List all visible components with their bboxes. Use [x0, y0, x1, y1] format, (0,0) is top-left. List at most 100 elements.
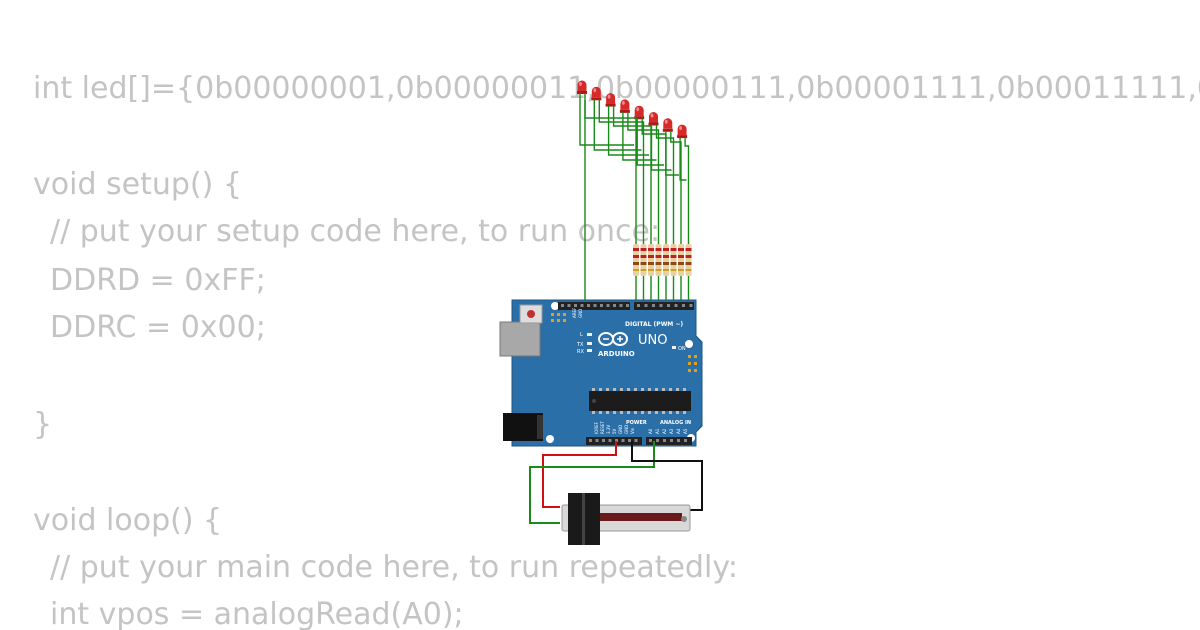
resistor-band — [670, 269, 677, 271]
mounting-hole — [685, 340, 693, 348]
svg-text:Vin: Vin — [630, 427, 635, 434]
chip-pin — [655, 388, 658, 391]
header-pin — [637, 304, 640, 307]
rx-label: RX — [577, 349, 584, 355]
resistor — [685, 244, 692, 305]
resistor — [670, 244, 677, 305]
icsp-header — [551, 313, 566, 322]
arduino-infinity-logo — [598, 332, 628, 346]
svg-text:RESET: RESET — [600, 421, 605, 434]
header-pin — [615, 439, 618, 442]
chip-pin — [620, 411, 623, 414]
resistor-band — [685, 248, 692, 251]
digital-header-right — [634, 302, 694, 310]
led — [619, 99, 630, 113]
header-pin — [663, 439, 666, 442]
board-model: UNO — [638, 333, 667, 348]
header-pin — [628, 439, 631, 442]
chip-pin — [669, 411, 672, 414]
resistor-band — [678, 255, 684, 258]
led-array — [577, 80, 688, 139]
led-wiring — [579, 93, 690, 305]
chip-pin — [620, 388, 623, 391]
resistor-band — [663, 269, 669, 271]
l-led — [587, 333, 592, 336]
pot-track — [580, 513, 682, 521]
resistor-band — [640, 255, 647, 258]
resistor-band — [663, 262, 669, 265]
chip-pin — [599, 388, 602, 391]
header-pin — [574, 304, 577, 307]
resistor-band — [648, 248, 654, 251]
led-highlight — [636, 107, 640, 112]
resistor-band — [670, 262, 677, 265]
resistor-band — [655, 262, 662, 265]
code-line-8: // put your main code here, to run repea… — [50, 550, 738, 585]
code-line-9: int vpos = analogRead(A0); — [50, 597, 464, 630]
resistor — [655, 244, 662, 305]
led-anode-wire — [593, 99, 642, 151]
header-pin — [689, 304, 693, 307]
led-cathode-wire — [641, 118, 667, 250]
led-dome — [634, 105, 644, 117]
header-pin — [677, 439, 680, 442]
slide-potentiometer[interactable] — [561, 493, 691, 545]
chip-pin — [648, 388, 651, 391]
chip-pin — [648, 411, 651, 414]
svg-text:A5: A5 — [683, 428, 688, 434]
chip-pin — [613, 411, 616, 414]
header-pin — [613, 304, 616, 307]
chip-pin — [613, 388, 616, 391]
header-pin — [608, 439, 612, 442]
resistor-band — [633, 269, 639, 271]
led-anode-wire — [665, 130, 679, 176]
led-cathode-wire — [655, 124, 675, 250]
code-line-3: // put your setup code here, to run once… — [50, 214, 661, 249]
header-pin — [670, 439, 673, 442]
resistor-body — [655, 244, 662, 276]
wire-5v — [542, 441, 617, 508]
resistor-body — [633, 244, 639, 276]
arduino-uno-board[interactable]: AREF GND DIGITAL (PWM ~) UNO ARDUINO ON … — [499, 299, 703, 447]
power-header — [586, 437, 642, 445]
led-rim — [634, 116, 645, 120]
led-dome — [591, 86, 601, 98]
resistor-band — [655, 255, 662, 258]
chip-pin — [662, 411, 665, 414]
resistor-band — [685, 262, 692, 265]
led — [605, 93, 616, 107]
led — [662, 118, 673, 132]
led-dome — [606, 93, 616, 104]
digital-header-label: DIGITAL (PWM ~) — [625, 321, 683, 328]
resistor-band — [655, 269, 662, 271]
header-pin — [644, 304, 648, 307]
resistor-band — [663, 248, 669, 251]
resistor-band — [640, 269, 647, 271]
header-pin — [567, 304, 571, 307]
chip-pin — [606, 388, 609, 391]
resistor-band — [633, 262, 639, 265]
led-dome — [663, 118, 673, 129]
power-jack-rim — [537, 415, 543, 439]
svg-text:GND: GND — [618, 425, 623, 434]
resistor-band — [648, 269, 654, 271]
on-led-label: ON — [678, 346, 686, 352]
power-header-label: POWER — [626, 420, 647, 426]
led — [677, 124, 688, 139]
resistor-band — [678, 262, 684, 265]
resistor-band — [648, 255, 654, 258]
chip-pins — [592, 388, 686, 414]
led-highlight — [607, 94, 611, 99]
chip-pin — [627, 388, 630, 391]
chip-pin — [592, 411, 595, 414]
resistor-band — [685, 255, 692, 258]
resistor — [640, 244, 647, 305]
digital-pins — [561, 304, 693, 307]
led-highlight — [650, 113, 654, 118]
led-rim — [577, 91, 587, 94]
wire-a0 — [529, 441, 655, 524]
code-line-5: DDRC = 0x00; — [50, 310, 266, 345]
led-highlight — [664, 119, 668, 124]
code-line-7: void loop() { — [33, 503, 223, 538]
led-rim — [677, 135, 688, 139]
